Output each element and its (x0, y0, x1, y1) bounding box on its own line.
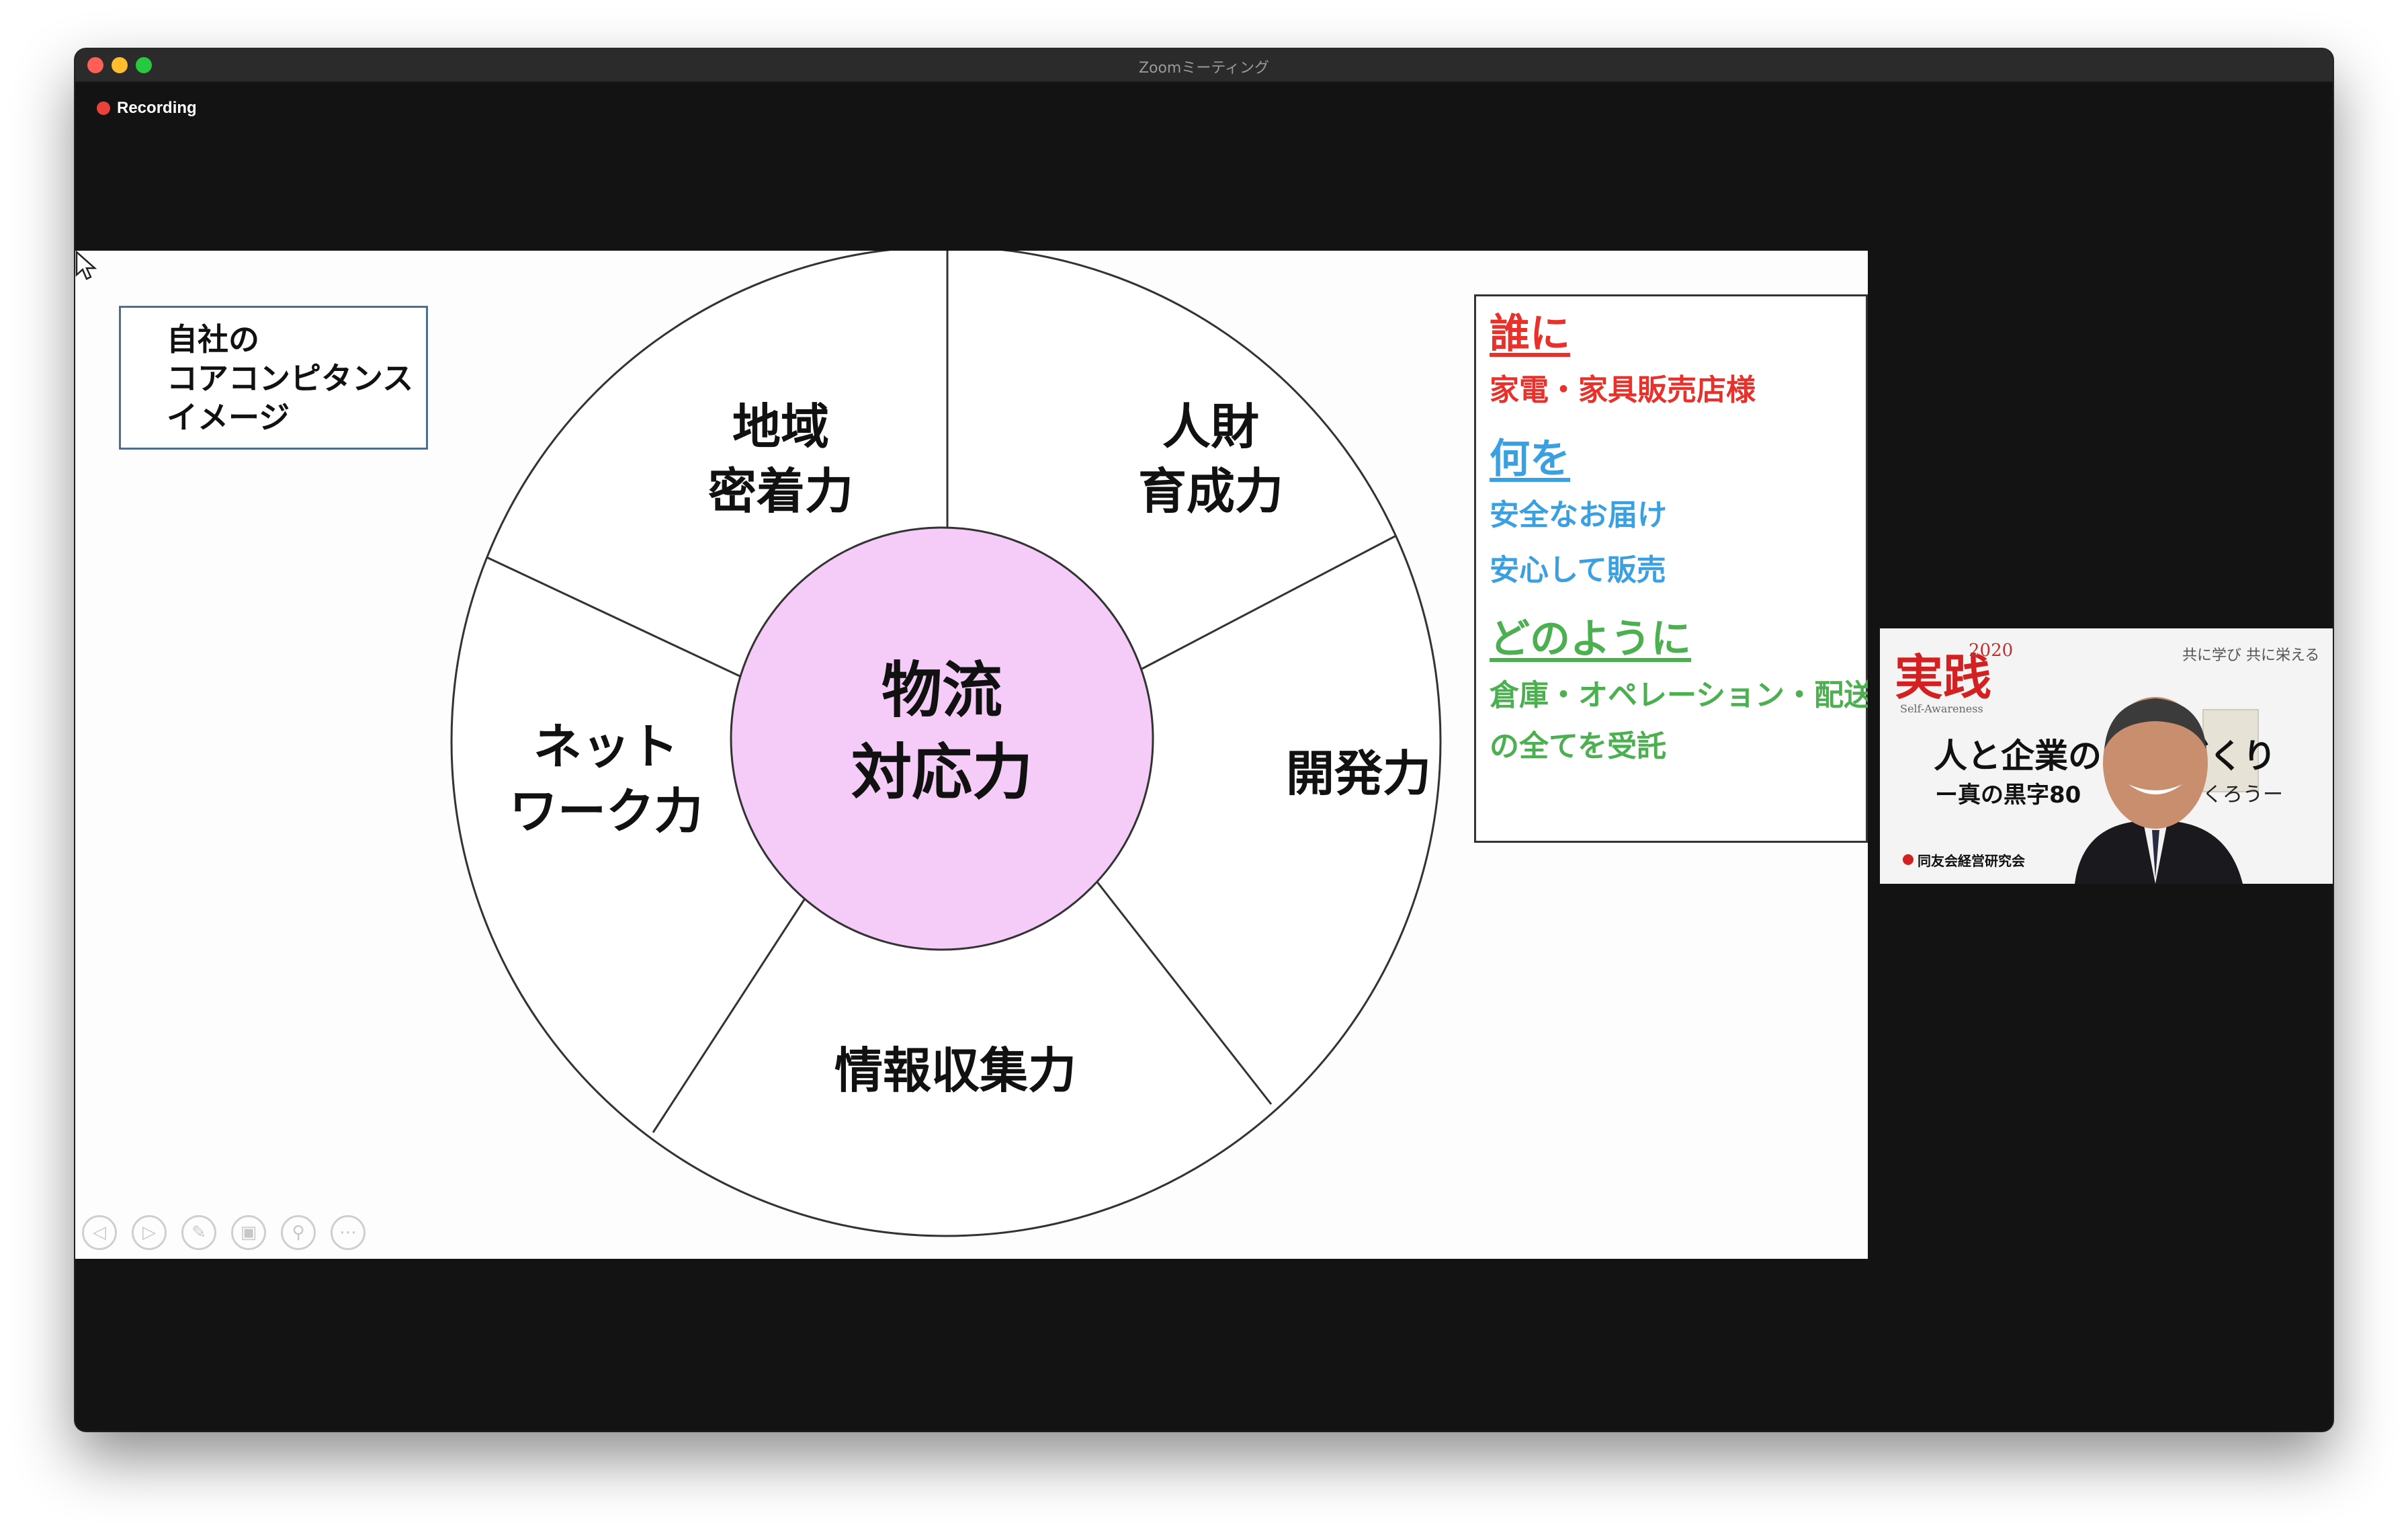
window-title: Zoomミーティング (1138, 60, 1270, 77)
video-headline: 人と企業の (1934, 737, 2102, 776)
video-subtitle: Self-Awareness (1900, 702, 1983, 715)
video-motto: 共に学び 共に栄える (2182, 647, 2320, 664)
segment-line: 密着力 (707, 463, 853, 520)
segment-line: 人財 (1162, 399, 1259, 455)
segment-label-chiiki: 地域 密着力 (640, 395, 922, 524)
competency-wheel (450, 251, 1442, 1237)
zoom-window-button[interactable] (136, 57, 152, 73)
zoom-window: Zoomミーティング Recording 自社の コアコンピタンス イメージ 地… (75, 49, 2333, 1431)
segment-line: 育成力 (1137, 463, 1283, 520)
target-value-box: 誰に 家電・家具販売店様 何を 安全なお届け 安心して販売 どのように 倉庫・オ… (1474, 294, 1868, 843)
participant-person (2075, 697, 2243, 884)
org-logo-icon (1903, 854, 1914, 865)
divider-bottom-right (1095, 880, 1273, 1105)
what-item: 安心して販売 (1490, 553, 1666, 587)
caption-line: イメージ (167, 399, 290, 436)
segment-line: 開発力 (1285, 745, 1431, 802)
slide-caption-box: 自社の コアコンピタンス イメージ (119, 306, 428, 450)
caption-line: コアコンピタンス (167, 360, 414, 397)
recording-dot-icon (97, 101, 110, 115)
mouse-cursor-icon (75, 251, 97, 280)
segment-line: 情報収集力 (834, 1042, 1076, 1099)
who-heading: 誰に (1490, 311, 1570, 358)
how-item: 倉庫・オペレーション・配送 (1490, 678, 1868, 712)
video-badge: 実践 (1895, 649, 1992, 706)
segment-label-jouhou: 情報収集力 (801, 1038, 1110, 1103)
caption-line: 自社の (167, 321, 259, 358)
video-subline: ー真の黒字80 (1935, 782, 2081, 809)
who-item: 家電・家具販売店様 (1490, 373, 1756, 407)
video-org: 同友会経営研究会 (1918, 853, 2025, 869)
shared-slide: 自社の コアコンピタンス イメージ 地域 密着力 人財 育成力 開発力 情報収集… (75, 251, 1868, 1259)
segment-label-kaihatsu: 開発力 (1217, 741, 1500, 806)
segment-label-jinzai: 人財 育成力 (1070, 395, 1352, 524)
how-item: の全てを受託 (1490, 729, 1667, 763)
center-line: 対応力 (851, 737, 1033, 808)
title-bar: Zoomミーティング (75, 49, 2333, 83)
segment-label-network: ネット ワーク力 (465, 714, 747, 843)
center-label: 物流 対応力 (794, 650, 1090, 814)
divider-bottom-left (652, 898, 806, 1133)
slides-icon[interactable]: ▣ (231, 1215, 266, 1250)
zoom-icon[interactable]: ⚲ (281, 1215, 316, 1250)
center-line: 物流 (882, 655, 1002, 726)
segment-line: ワーク力 (509, 783, 703, 839)
what-item: 安全なお届け (1490, 498, 1667, 532)
recording-indicator[interactable]: Recording (97, 99, 197, 118)
previous-icon[interactable]: ◁ (82, 1215, 117, 1250)
how-heading: どのように (1490, 616, 1691, 663)
center-circle (730, 526, 1154, 951)
minimize-window-button[interactable] (112, 57, 128, 73)
divider-right (1139, 534, 1397, 671)
pen-icon[interactable]: ✎ (181, 1215, 216, 1250)
recording-label: Recording (117, 99, 197, 117)
close-window-button[interactable] (87, 57, 103, 73)
slide-toolbar: ◁ ▷ ✎ ▣ ⚲ ⋯ (82, 1215, 380, 1250)
building-image (2202, 709, 2259, 792)
segment-line: ネット (533, 718, 679, 775)
more-icon[interactable]: ⋯ (331, 1215, 366, 1250)
divider-left (486, 556, 750, 682)
next-icon[interactable]: ▷ (132, 1215, 167, 1250)
what-heading: 何を (1490, 436, 1570, 483)
participant-video[interactable]: 実践 2020 Self-Awareness 共に学び 共に栄える 人と企業の … (1880, 628, 2333, 884)
video-year: 2020 (1969, 640, 2014, 661)
segment-line: 地域 (732, 399, 829, 455)
